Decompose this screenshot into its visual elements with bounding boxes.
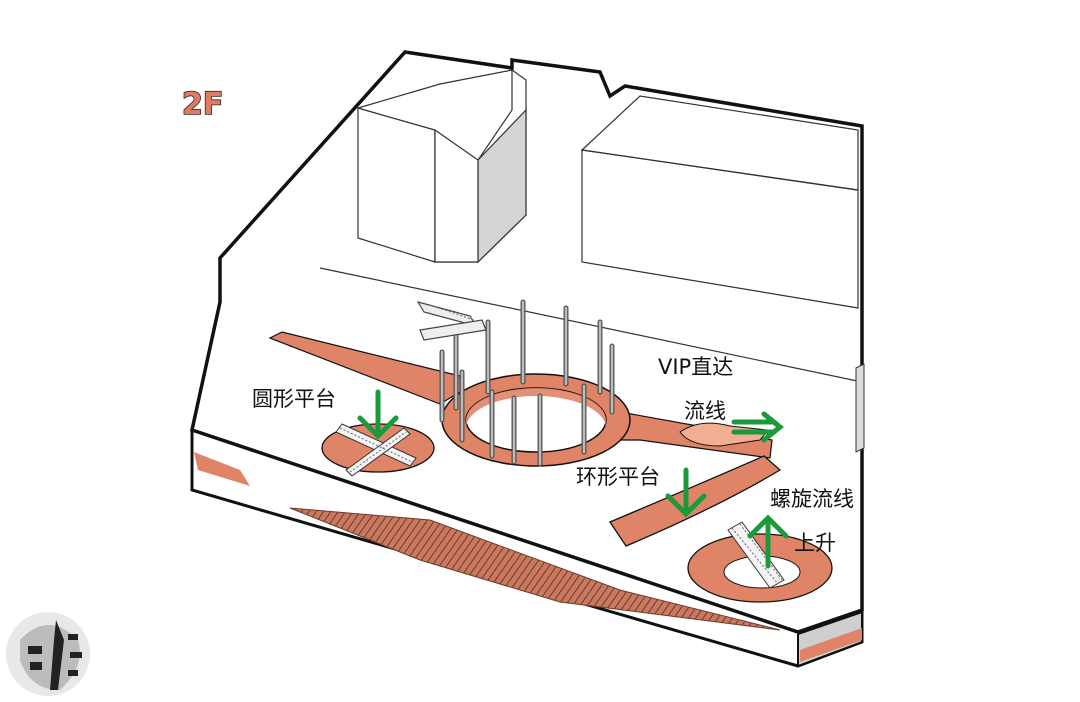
- label-ascend: 上升: [794, 531, 836, 555]
- label-vip-line: 流线: [684, 399, 726, 423]
- central-ring-atrium: [439, 299, 631, 467]
- building-mass-left: [355, 69, 527, 264]
- label-circular-platform: 圆形平台: [252, 387, 336, 411]
- label-vip-direct: VIP直达: [658, 355, 733, 379]
- circular-platform: [321, 423, 435, 477]
- vip-arrow-shape: [679, 422, 769, 447]
- label-spiral-line: 螺旋流线: [770, 487, 854, 511]
- logo-icon: [6, 612, 90, 696]
- floor-label: 2F: [182, 87, 223, 122]
- escalator-icon: [416, 301, 487, 341]
- spiral-platform: [687, 521, 833, 603]
- building-mass-right: [580, 95, 859, 309]
- arrow-icon: [357, 389, 789, 569]
- label-ring-platform: 环形平台: [576, 465, 660, 489]
